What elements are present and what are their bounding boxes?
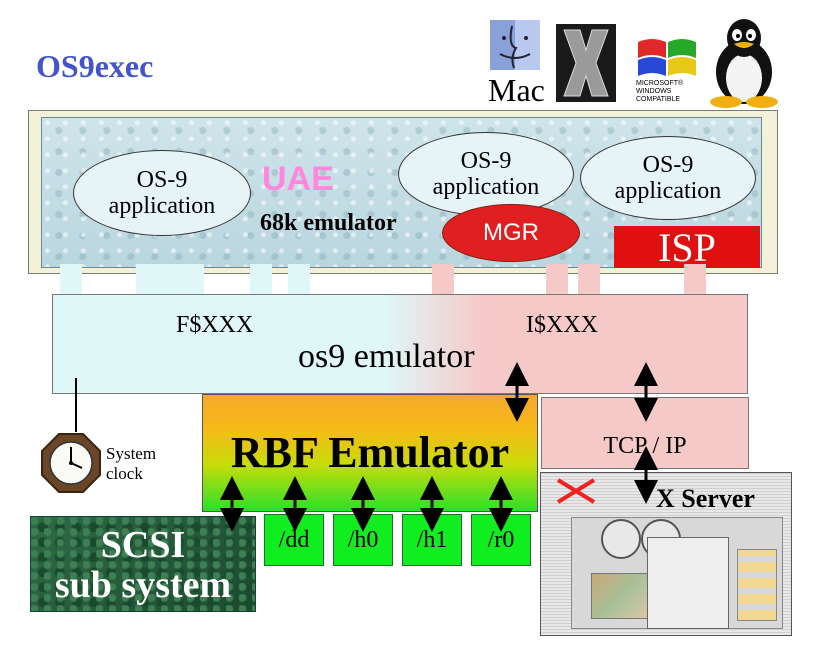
map-thumbnail [591, 573, 649, 619]
x-cross-icon [556, 478, 596, 504]
system-clock-label: System clock [106, 444, 156, 484]
scsi-label-line2: sub system [54, 564, 232, 606]
osx-logo [556, 24, 616, 102]
dialog-window [647, 537, 729, 629]
os9-emulator-label: os9 emulator [298, 338, 475, 375]
connector-tab [684, 264, 706, 296]
isp-box: ISP [614, 225, 760, 270]
dial-circle [601, 519, 641, 559]
scsi-subsystem-box: SCSI sub system [30, 516, 256, 612]
connector-tab [288, 264, 310, 296]
connector-tab [578, 264, 600, 296]
app-label-line2: application [108, 193, 216, 219]
connector-tab [60, 264, 82, 296]
connector-tab [250, 264, 272, 296]
windows-logo: MICROSOFT® WINDOWS COMPATIBLE [634, 34, 700, 104]
app-label-line2: application [432, 174, 540, 200]
windows-logo-text: MICROSOFT® WINDOWS COMPATIBLE [636, 80, 684, 103]
x-server-label: X Server [656, 484, 755, 513]
clock-label-line2: clock [106, 464, 143, 483]
ixxx-label: I$XXX [526, 312, 598, 338]
x-server-box [540, 472, 792, 636]
clock-label-line1: System [106, 444, 157, 463]
scsi-label-line1: SCSI [100, 524, 186, 566]
rbf-emulator-box: RBF Emulator [202, 394, 538, 512]
os9-application-left: OS-9 application [73, 150, 251, 236]
mac-logo-text: Mac [488, 72, 545, 108]
os9-emulator-box [52, 294, 748, 394]
os9-application-right: OS-9 application [580, 136, 756, 220]
mac-logo: Mac [488, 18, 545, 108]
connector-tab [546, 264, 568, 296]
fxxx-label: F$XXX [176, 312, 254, 338]
uae-label: UAE [262, 160, 334, 198]
rbf-emulator-label: RBF Emulator [230, 428, 510, 477]
clock-icon [40, 432, 102, 494]
connector-tab [432, 264, 454, 296]
app-label-line2: application [614, 178, 722, 204]
app-label-line1: OS-9 [642, 152, 694, 178]
page-title: OS9exec [36, 48, 154, 84]
app-label-line1: OS-9 [136, 167, 188, 193]
mgr-node: MGR [442, 204, 580, 262]
app-label-line1: OS-9 [460, 148, 512, 174]
connector-tab [136, 264, 204, 296]
emulator-68k-label: 68k emulator [260, 210, 397, 236]
button-column [737, 549, 777, 621]
tux-logo [704, 16, 784, 108]
